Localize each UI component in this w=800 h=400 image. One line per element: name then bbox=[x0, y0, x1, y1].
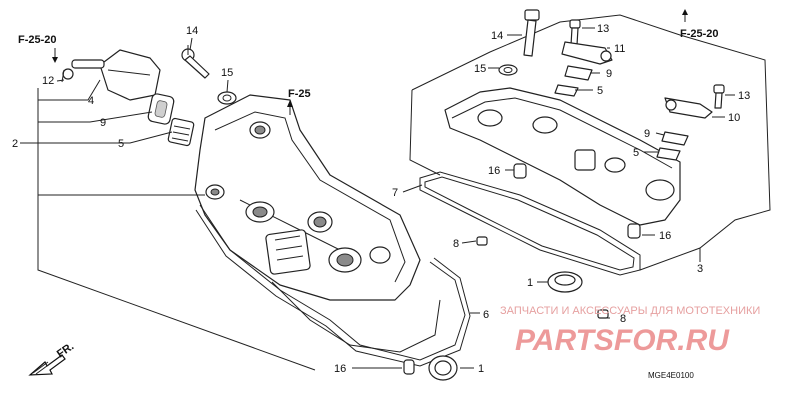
grommet-9-right-bottom bbox=[661, 131, 689, 146]
washer-15-left bbox=[217, 91, 237, 105]
seal-washer-8-a bbox=[476, 236, 488, 246]
head-cover-gasket-right bbox=[419, 171, 641, 276]
grommet-left bbox=[428, 355, 458, 381]
callout-12: 12 bbox=[42, 75, 54, 87]
diagram-code: MGE4E0100 bbox=[648, 371, 694, 380]
bolt-14-right bbox=[523, 9, 540, 57]
air-valve-assembly bbox=[61, 49, 161, 101]
callout-13-right: 13 bbox=[738, 90, 750, 102]
callout-10: 10 bbox=[728, 112, 740, 124]
bolt-13-top bbox=[569, 19, 581, 46]
grommet-9-right-top bbox=[564, 65, 593, 81]
callout-16-left: 16 bbox=[334, 363, 346, 375]
callout-15-right: 15 bbox=[474, 63, 486, 75]
seal-5-left bbox=[167, 117, 195, 147]
ref-f25: F-25 bbox=[288, 88, 311, 100]
callout-3: 3 bbox=[697, 263, 703, 275]
callout-9-left: 9 bbox=[100, 117, 106, 129]
watermark: ЗАПЧАСТИ И АКСЕССУАРЫ ДЛЯ МОТОТЕХНИКИ PA… bbox=[500, 305, 760, 357]
bolt-13-right bbox=[713, 84, 725, 109]
ref-f2520-right: F-25-20 bbox=[680, 28, 719, 40]
bolt-14-left bbox=[181, 45, 210, 79]
dowel-pin-right-top bbox=[513, 163, 527, 179]
callout-2: 2 bbox=[12, 138, 18, 150]
callout-4: 4 bbox=[88, 95, 94, 107]
leader-lines bbox=[20, 9, 735, 371]
callout-5-right-bottom: 5 bbox=[633, 147, 639, 159]
air-pipe-11 bbox=[561, 41, 613, 65]
callout-8-b: 8 bbox=[620, 313, 626, 325]
callout-15-left: 15 bbox=[221, 67, 233, 79]
callout-5-left: 5 bbox=[118, 138, 124, 150]
callout-6: 6 bbox=[483, 309, 489, 321]
grommet-9-left bbox=[147, 93, 175, 125]
dowel-pin-left bbox=[403, 359, 415, 375]
callout-8-a: 8 bbox=[453, 238, 459, 250]
cover-frame-3 bbox=[409, 14, 771, 271]
callout-14-left: 14 bbox=[186, 25, 198, 37]
watermark-tagline: ЗАПЧАСТИ И АКСЕССУАРЫ ДЛЯ МОТОТЕХНИКИ bbox=[500, 305, 760, 317]
front-direction-arrow bbox=[28, 354, 66, 376]
callout-14-right: 14 bbox=[491, 30, 503, 42]
callout-9-right-bottom: 9 bbox=[644, 128, 650, 140]
grommet-right bbox=[547, 271, 583, 293]
air-pipe-10 bbox=[664, 97, 713, 119]
callout-13-top: 13 bbox=[597, 23, 609, 35]
callout-16-right-bottom: 16 bbox=[659, 230, 671, 242]
cylinder-head-cover-right bbox=[444, 87, 681, 226]
ref-f2520-left: F-25-20 bbox=[18, 34, 57, 46]
callout-7: 7 bbox=[392, 187, 398, 199]
dowel-pin-right-bottom bbox=[627, 223, 641, 239]
cylinder-head-cover-left bbox=[194, 94, 421, 301]
watermark-brand: PARTSFOR.RU bbox=[515, 324, 730, 357]
callout-9-right-top: 9 bbox=[606, 68, 612, 80]
washer-15-right bbox=[498, 64, 518, 76]
callout-5-right-top: 5 bbox=[597, 85, 603, 97]
seal-5-right-bottom bbox=[656, 147, 681, 161]
seal-5-right-top bbox=[554, 84, 579, 97]
callout-11: 11 bbox=[614, 43, 625, 55]
callout-1-left: 1 bbox=[478, 363, 484, 375]
callout-1-right: 1 bbox=[527, 277, 533, 289]
head-cover-gasket-left bbox=[195, 204, 471, 367]
callout-16-right-top: 16 bbox=[488, 165, 500, 177]
